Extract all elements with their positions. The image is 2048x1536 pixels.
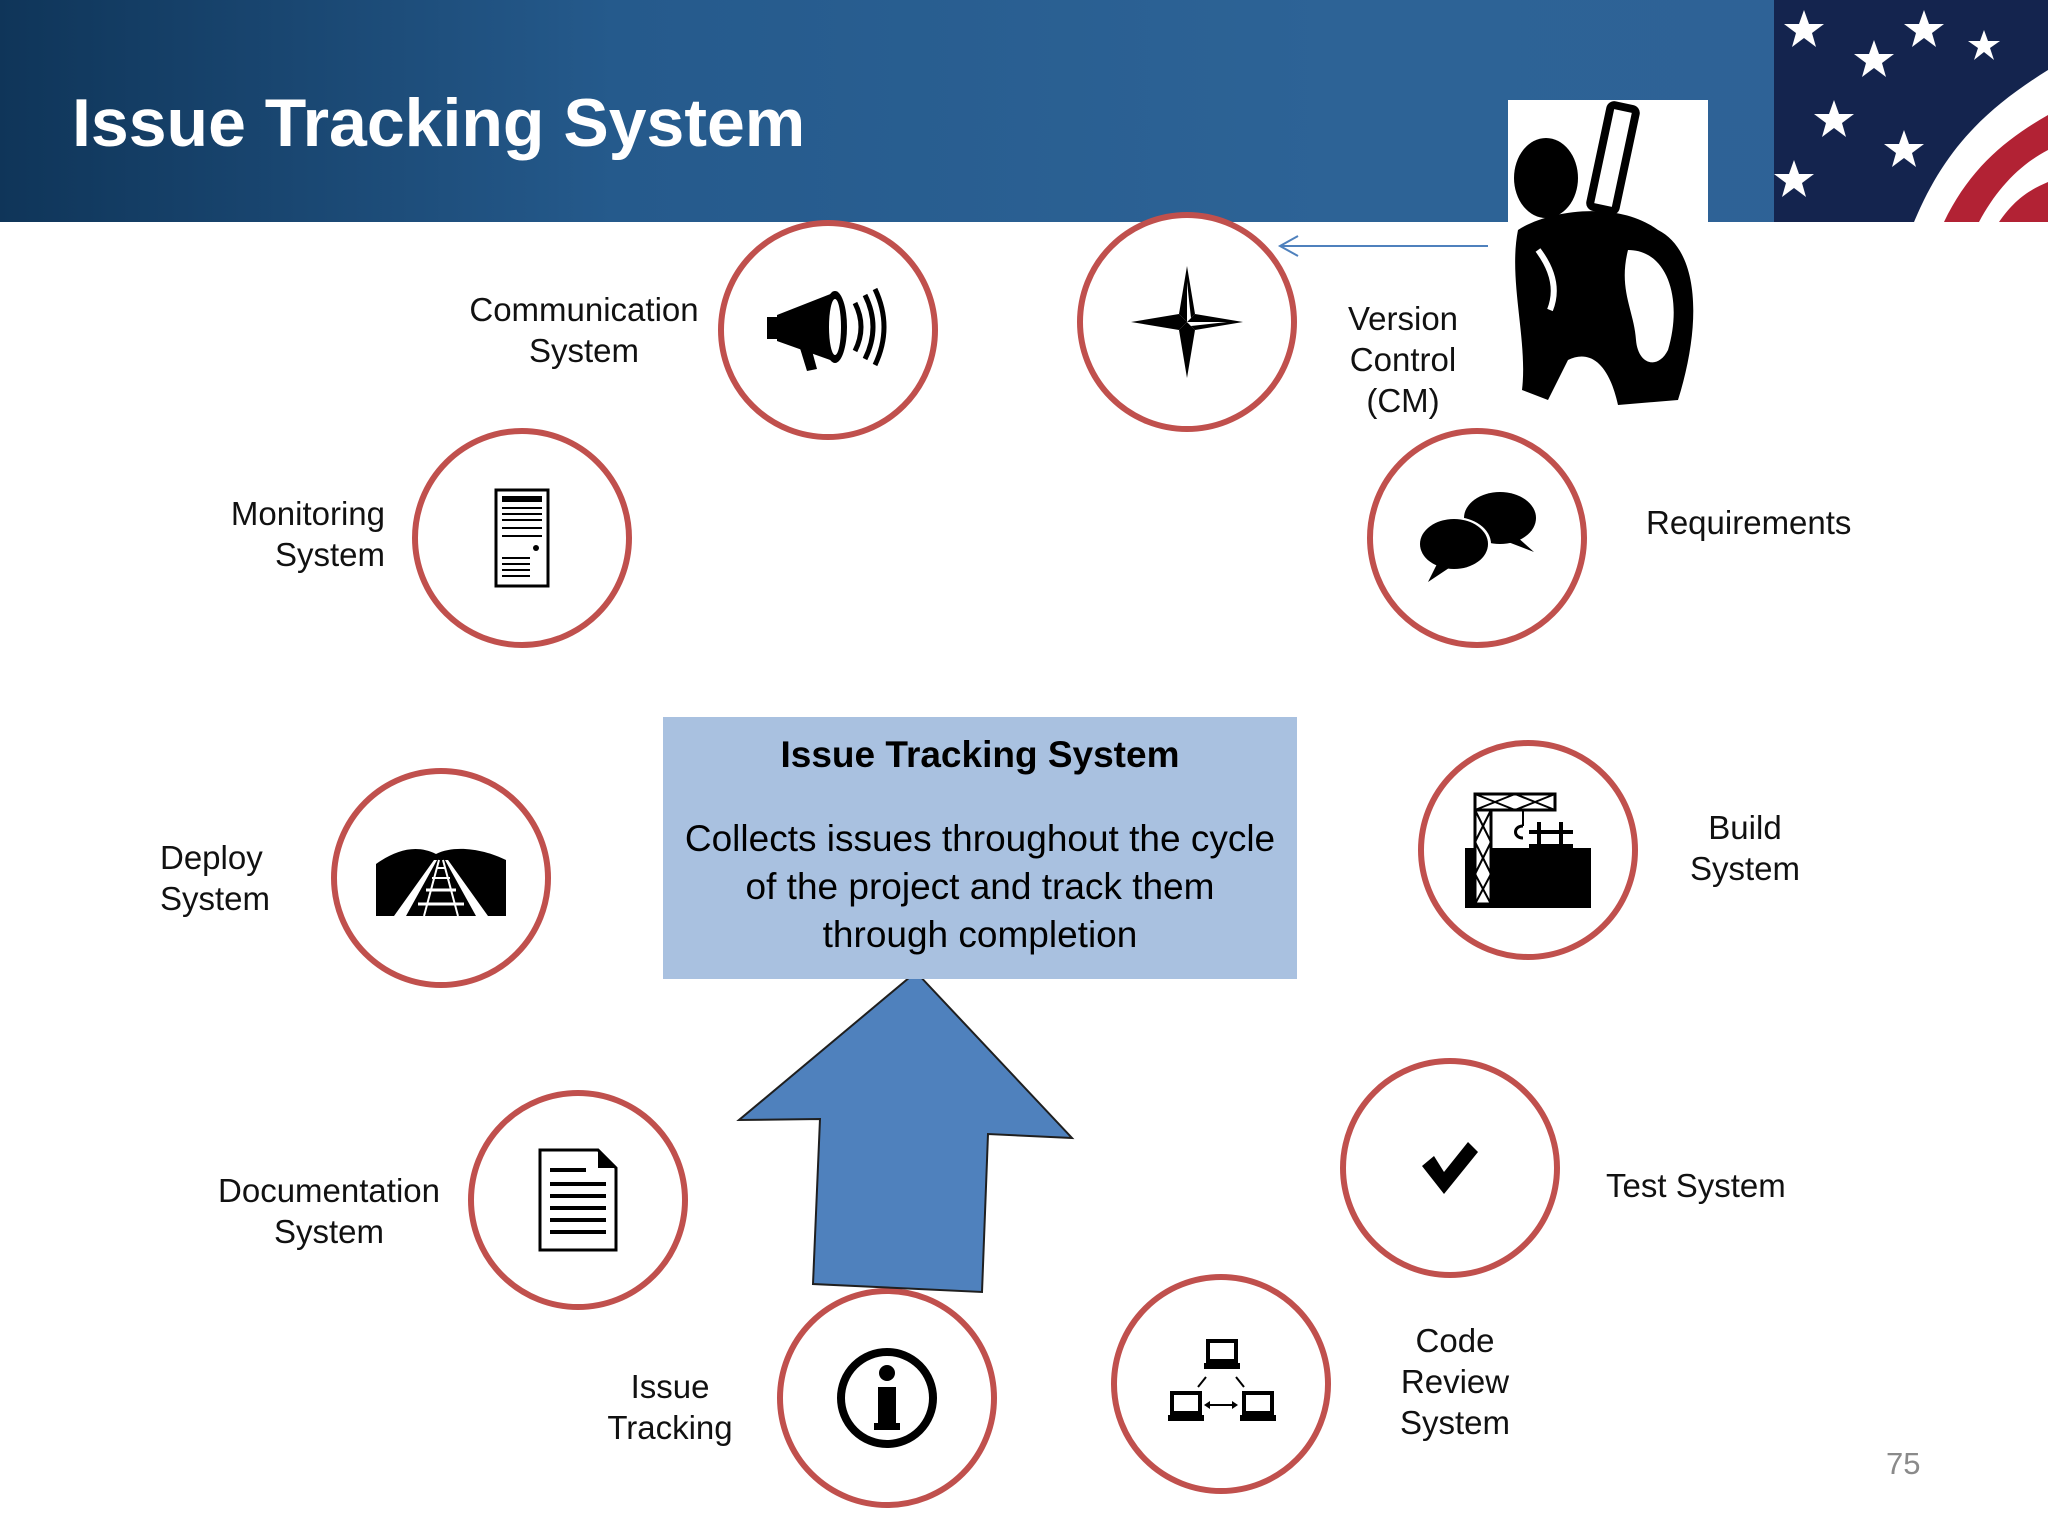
american-flag-image [1774, 0, 2048, 222]
document-icon [538, 1148, 618, 1252]
code-review-system-node[interactable] [1111, 1274, 1331, 1494]
monitoring-system-node[interactable] [412, 428, 632, 648]
speech-bubbles-icon [1417, 492, 1536, 582]
checkmark-icon [1422, 1142, 1478, 1194]
megaphone-icon [767, 287, 887, 371]
deploy-system-label: Deploy System [160, 839, 271, 917]
issue-tracking-node[interactable] [777, 1288, 997, 1508]
communication-system-node[interactable] [718, 220, 938, 440]
construction-crane-icon [1465, 792, 1591, 908]
deploy-system-node[interactable] [331, 768, 551, 988]
monitoring-system-label: Monitoring System [230, 495, 385, 573]
compass-star-icon [1131, 266, 1243, 378]
test-system-label: Test System [1606, 1167, 1786, 1204]
communication-system-label: Communication System [469, 291, 699, 369]
server-tower-icon [494, 488, 550, 588]
build-system-label: Build System [1689, 809, 1801, 887]
slide-title: Issue Tracking System [72, 85, 806, 161]
requirements-label: Requirements [1646, 504, 1852, 541]
build-system-node[interactable] [1418, 740, 1638, 960]
code-review-system-label: Code Review System [1399, 1322, 1511, 1441]
documentation-system-label: Documentation System [218, 1172, 440, 1250]
version-control-node[interactable] [1077, 212, 1297, 432]
description-box-title: Issue Tracking System [780, 734, 1180, 775]
railroad-track-icon [376, 848, 506, 916]
issue-tracking-label: Issue Tracking [607, 1368, 733, 1446]
documentation-system-node[interactable] [468, 1090, 688, 1310]
info-icon [837, 1348, 937, 1448]
requirements-node[interactable] [1367, 428, 1587, 648]
version-control-label: Version Control (CM) [1347, 300, 1459, 419]
test-system-node[interactable] [1340, 1058, 1560, 1278]
network-computers-icon [1168, 1339, 1276, 1421]
person-silhouette-image [1508, 100, 1708, 412]
page-number: 75 [1886, 1446, 1921, 1481]
description-box-text: Collects issues throughout the cycle of … [684, 818, 1276, 955]
issue-tracking-description-box: Issue Tracking System Collects issues th… [663, 717, 1297, 979]
